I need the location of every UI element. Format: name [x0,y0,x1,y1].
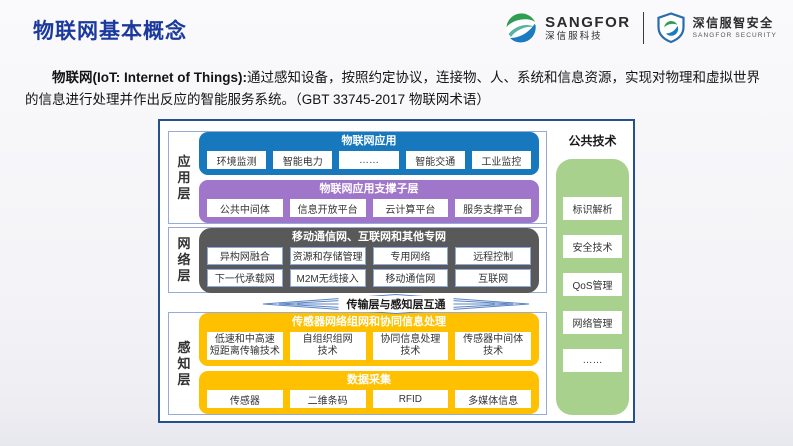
common-technology-item: 网络管理 [563,311,622,334]
mobile-internet-networks-group: 移动通信网、互联网和其他专网 异构网融合 资源和存储管理 专用网络 远程控制 下… [199,227,539,293]
sangfor-wordmark: SANGFOR [545,13,631,31]
network-items-row-2: 下一代承载网 M2M无线接入 移动通信网 互联网 [207,268,531,287]
diagram-item: 智能交通 [405,151,465,169]
diagram-item: 远程控制 [455,246,531,265]
diagram-item: 自组织组网 技术 [289,332,366,360]
diagram-item: 多媒体信息 [455,390,531,408]
diagram-item: 智能电力 [273,151,333,169]
common-technology-item: 标识解析 [563,197,622,220]
diagram-item: 资源和存储管理 [289,246,366,265]
network-layer-label: 网络层 [169,228,199,292]
transport-perception-connector: 传输层与感知层互通 [263,293,529,315]
network-layer-label-text: 网络层 [177,236,191,283]
common-technologies-column: 公共技术 标识解析 安全技术 QoS管理 网络管理 …… [556,133,629,415]
diagram-item: 低速和中高速 短距离传输技术 [207,332,283,360]
diagram-item: 传感器中间体 技术 [455,332,531,360]
diagram-item: 工业监控 [471,151,532,169]
diagram-item: 互联网 [455,268,531,287]
application-layer-label: 应用层 [169,132,199,223]
application-layer-groups: 物联网应用 环境监测 智能电力 …… 智能交通 工业监控 物联网应用支撑子层 公… [199,132,546,223]
application-layer-label-text: 应用层 [177,153,191,201]
diagram-item: M2M无线接入 [289,268,366,287]
common-technology-item: QoS管理 [563,273,622,296]
intro-term: 物联网(IoT: Internet of Things): [52,70,247,85]
network-layer-groups: 移动通信网、互联网和其他专网 异构网融合 资源和存储管理 专用网络 远程控制 下… [199,227,546,293]
common-technology-item: …… [563,349,622,372]
diagram-item: 环境监测 [207,151,267,169]
diagram-item: 专用网络 [372,246,449,265]
diagram-item: 协同信息处理 技术 [372,332,449,360]
sensor-network-processing-title: 传感器网络组网和协同信息处理 [292,316,446,328]
sangfor-wordmark-sub: 深信服科技 [545,30,603,42]
mobile-internet-networks-title: 移动通信网、互联网和其他专网 [292,230,446,243]
sensor-network-processing-group: 传感器网络组网和协同信息处理 低速和中高速 短距离传输技术 自组织组网 技术 协… [199,313,539,366]
data-collection-group: 数据采集 传感器 二维条码 RFID 多媒体信息 [199,371,539,414]
diagram-item: 云计算平台 [372,199,449,217]
security-wordmark-sub: SANGFOR SECURITY [692,32,777,39]
application-layer-section: 应用层 物联网应用 环境监测 智能电力 …… 智能交通 工业监控 物联网应用支撑… [168,131,547,224]
data-collection-title: 数据采集 [347,374,391,386]
common-technologies-title: 公共技术 [568,134,617,148]
diagram-item: 传感器 [207,390,283,408]
application-support-sublayer-title: 物联网应用支撑子层 [319,183,419,195]
logo-group: SANGFOR 深信服科技 深信服智安全 SANGFOR SECURITY [504,11,777,45]
iot-architecture-diagram: 应用层 物联网应用 环境监测 智能电力 …… 智能交通 工业监控 物联网应用支撑… [158,119,635,423]
sensor-network-items: 低速和中高速 短距离传输技术 自组织组网 技术 协同信息处理 技术 传感器中间体… [207,332,531,360]
diagram-item: 公共中间体 [207,199,283,217]
iot-application-group-title: 物联网应用 [341,135,397,147]
diagram-item: 二维条码 [289,390,366,408]
perception-layer-label: 感知层 [169,313,199,414]
application-support-sublayer-group: 物联网应用支撑子层 公共中间体 信息开放平台 云计算平台 服务支撑平台 [199,180,539,223]
page-title: 物联网基本概念 [33,20,187,43]
application-support-items: 公共中间体 信息开放平台 云计算平台 服务支撑平台 [207,199,531,217]
diagram-item: …… [339,151,399,169]
sangfor-globe-icon [506,13,537,43]
perception-layer-section: 感知层 传感器网络组网和协同信息处理 低速和中高速 短距离传输技术 自组织组网 … [168,312,547,415]
network-layer-section: 网络层 移动通信网、互联网和其他专网 异构网融合 资源和存储管理 专用网络 远程… [168,227,547,293]
diagram-item: 信息开放平台 [289,199,366,217]
data-collection-items: 传感器 二维条码 RFID 多媒体信息 [207,390,531,408]
iot-application-group: 物联网应用 环境监测 智能电力 …… 智能交通 工业监控 [199,132,539,175]
diagram-item: 异构网融合 [207,246,283,265]
security-logo: 深信服智安全 SANGFOR SECURITY [656,12,777,44]
intro-definition: 通过感知设备，按照约定协议，连接物、人、系统和信息资源，实现对物理和虚拟世界的信… [25,70,760,107]
common-technologies-box: 标识解析 安全技术 QoS管理 网络管理 …… [556,159,629,415]
diagram-item: 下一代承载网 [207,268,283,287]
network-items-row-1: 异构网融合 资源和存储管理 专用网络 远程控制 [207,246,531,265]
connector-label: 传输层与感知层互通 [338,296,454,312]
diagram-item: RFID [372,390,449,408]
security-wordmark: 深信服智安全 [692,16,774,30]
perception-layer-label-text: 感知层 [177,339,191,387]
security-shield-icon [656,12,685,44]
diagram-item: 服务支撑平台 [455,199,531,217]
iot-application-items: 环境监测 智能电力 …… 智能交通 工业监控 [207,151,532,169]
diagram-item: 移动通信网 [372,268,449,287]
common-technology-item: 安全技术 [563,235,622,258]
perception-layer-groups: 传感器网络组网和协同信息处理 低速和中高速 短距离传输技术 自组织组网 技术 协… [199,313,546,414]
logo-divider [642,12,644,44]
intro-paragraph: 物联网(IoT: Internet of Things):通过感知设备，按照约定… [25,67,770,111]
sangfor-logo: SANGFOR 深信服科技 [504,11,631,45]
